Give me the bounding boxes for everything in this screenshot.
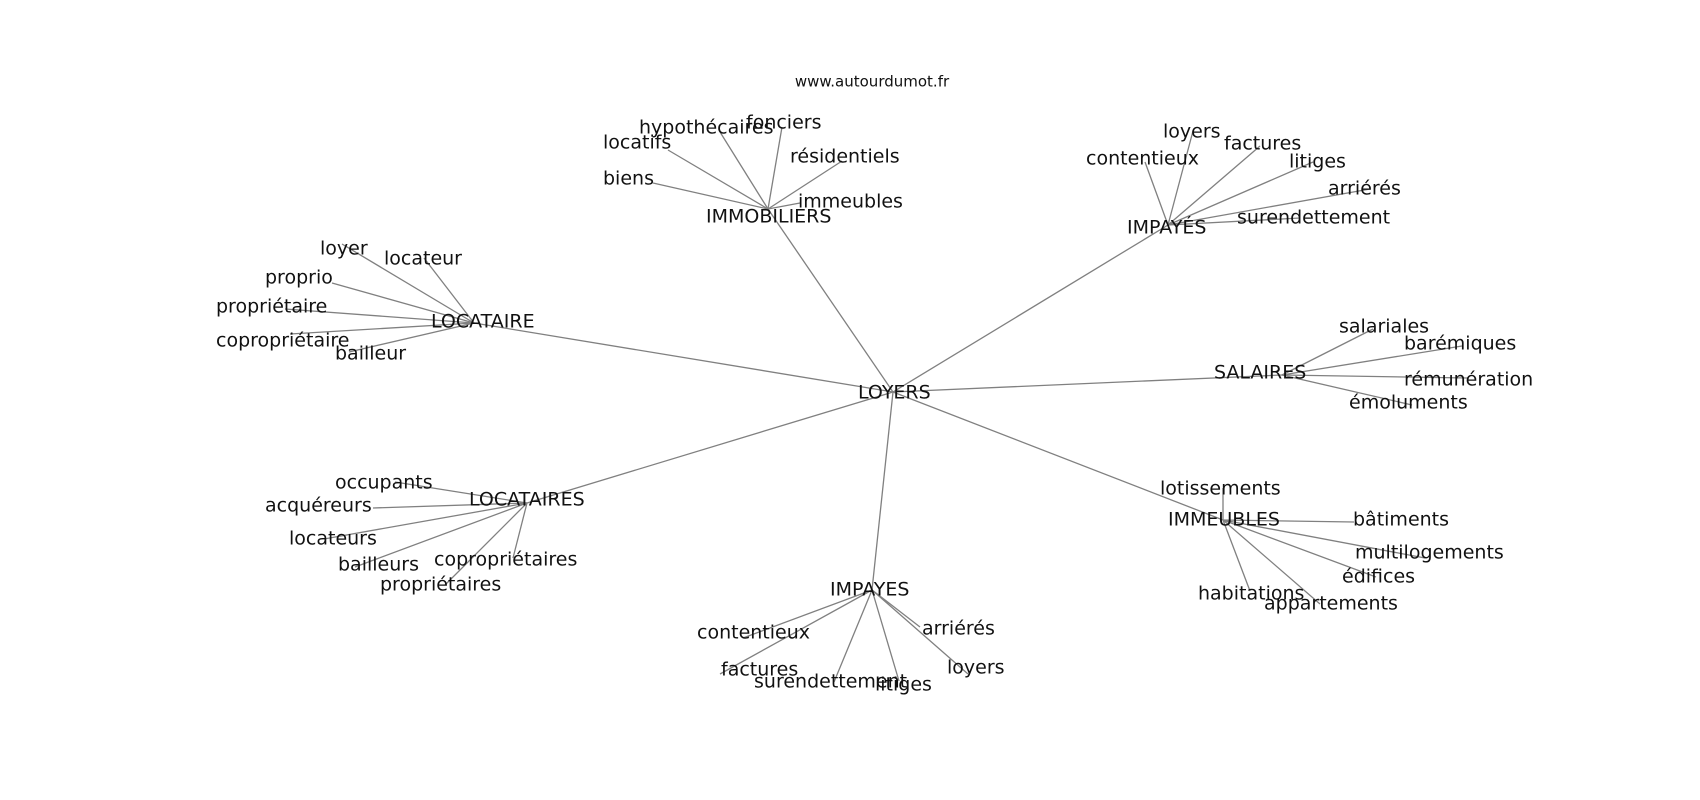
word-node-label[interactable]: factures — [1224, 133, 1301, 155]
word-node-label[interactable]: fonciers — [746, 112, 821, 134]
edge-root-to-immeubles — [892, 391, 1224, 521]
hub-node-label-locataires[interactable]: LOCATAIRES — [469, 489, 585, 511]
hub-node-label-impayes[interactable]: IMPAYES — [830, 579, 909, 601]
edge-immeubles-to-word — [1222, 519, 1377, 578]
edge-salaires-to-word — [1281, 374, 1469, 379]
word-node-label[interactable]: loyers — [1163, 121, 1221, 143]
word-node-label[interactable]: contentieux — [1086, 148, 1199, 170]
root-node-label[interactable]: LOYERS — [858, 382, 931, 404]
edge-root-to-impayes-accent — [892, 224, 1169, 393]
word-node-label[interactable]: bailleurs — [338, 554, 419, 576]
word-node-label[interactable]: multilogements — [1355, 542, 1504, 564]
edge-impayes-to-word — [742, 589, 873, 639]
edge-locataire-to-word — [423, 257, 475, 324]
edge-immobiliers-to-word — [719, 131, 769, 210]
word-node-label[interactable]: factures — [721, 659, 798, 681]
edge-impayes-accent-to-word — [1167, 188, 1371, 226]
edge-impayes-to-word — [833, 589, 873, 683]
word-node-label[interactable]: propriétaires — [380, 574, 501, 596]
word-node-label[interactable]: litiges — [1289, 151, 1346, 173]
hub-node-label-impayes-accent[interactable]: IMPAYÉS — [1127, 216, 1206, 239]
word-node-label[interactable]: contentieux — [697, 622, 810, 644]
edge-root-to-locataire — [473, 322, 894, 393]
source-label: www.autourdumot.fr — [795, 73, 950, 91]
word-node-label[interactable]: occupants — [335, 472, 433, 494]
edge-impayes-accent-to-word — [1144, 161, 1169, 226]
hub-node-label-immobiliers[interactable]: IMMOBILIERS — [706, 206, 831, 228]
edge-salaires-to-word — [1281, 345, 1463, 376]
word-node-label[interactable]: salariales — [1339, 316, 1429, 338]
word-node-label[interactable]: arriérés — [1328, 178, 1401, 200]
word-node-label[interactable]: immeubles — [798, 191, 903, 213]
word-node-label[interactable]: édifices — [1342, 566, 1415, 588]
edge-immeubles-to-word — [1222, 519, 1321, 605]
edge-locataire-to-word — [289, 322, 475, 335]
edge-salaires-to-word — [1281, 374, 1413, 406]
edge-immobiliers-to-word — [767, 160, 843, 210]
edge-locataires-to-word — [323, 502, 528, 540]
word-node-label[interactable]: hypothécaires — [639, 117, 774, 139]
edge-locataire-to-word — [284, 308, 475, 324]
edge-impayes-accent-to-word — [1167, 130, 1194, 226]
word-node-label[interactable]: résidentiels — [790, 146, 900, 168]
edge-root-to-impayes — [871, 391, 894, 591]
edge-locataires-to-word — [372, 502, 528, 509]
edge-impayes-accent-to-word — [1167, 145, 1261, 226]
edge-immobiliers-to-word — [652, 182, 769, 210]
word-node-label[interactable]: surendettement — [754, 671, 907, 693]
edge-impayes-to-word — [871, 589, 900, 682]
edge-immeubles-to-word — [1222, 519, 1251, 592]
word-node-label[interactable]: litiges — [875, 674, 932, 696]
word-node-label[interactable]: loyer — [320, 238, 368, 260]
edge-locataires-to-word — [354, 502, 528, 568]
edge-immeubles-to-word — [1222, 519, 1355, 523]
word-node-label[interactable]: appartements — [1264, 593, 1398, 615]
word-node-label[interactable]: lotissements — [1160, 478, 1281, 500]
word-node-label[interactable]: barémiques — [1404, 333, 1516, 355]
word-node-label[interactable]: locatifs — [603, 132, 671, 154]
edge-locataires-to-word — [512, 502, 528, 559]
word-node-label[interactable]: locateurs — [289, 528, 377, 550]
edge-immobiliers-to-word — [667, 149, 769, 210]
word-node-label[interactable]: rémunération — [1404, 369, 1533, 391]
word-node-label[interactable]: bâtiments — [1353, 509, 1449, 531]
word-node-label[interactable]: biens — [603, 168, 654, 190]
edge-immeubles-to-word — [1222, 519, 1426, 559]
edge-root-to-locataires — [526, 391, 894, 504]
word-node-label[interactable]: copropriétaire — [216, 330, 349, 352]
edge-impayes-accent-to-word — [1167, 217, 1301, 226]
graph-edges — [284, 126, 1469, 683]
hub-node-label-immeubles[interactable]: IMMEUBLES — [1168, 509, 1280, 531]
edge-impayes-to-word — [871, 589, 969, 675]
edge-locataires-to-word — [394, 481, 528, 504]
word-node-label[interactable]: habitations — [1198, 583, 1304, 605]
word-node-label[interactable]: propriétaire — [216, 296, 327, 318]
word-node-label[interactable]: arriérés — [922, 618, 995, 640]
edge-salaires-to-word — [1281, 328, 1374, 376]
word-node-label[interactable]: bailleur — [335, 343, 406, 365]
hub-node-label-locataire[interactable]: LOCATAIRE — [431, 311, 535, 333]
edge-impayes-accent-to-word — [1167, 161, 1314, 226]
edge-impayes-to-word — [719, 589, 873, 675]
word-node-label[interactable]: loyers — [947, 657, 1005, 679]
edge-locataire-to-word — [348, 322, 475, 353]
edge-locataire-to-word — [331, 282, 475, 324]
word-node-label[interactable]: copropriétaires — [434, 549, 577, 571]
edge-immobiliers-to-word — [767, 126, 783, 210]
hub-node-label-salaires[interactable]: SALAIRES — [1214, 362, 1306, 384]
word-node-label[interactable]: émoluments — [1349, 392, 1468, 414]
edge-locataire-to-word — [341, 243, 475, 324]
word-node-label[interactable]: locateur — [384, 248, 462, 270]
edge-root-to-salaires — [892, 374, 1283, 393]
word-node-label[interactable]: surendettement — [1237, 207, 1390, 229]
edge-immobiliers-to-word — [767, 202, 801, 210]
word-node-label[interactable]: acquéreurs — [265, 495, 372, 517]
word-node-label[interactable]: proprio — [265, 267, 333, 289]
edge-root-to-immobiliers — [767, 208, 894, 393]
edge-locataires-to-word — [444, 502, 528, 586]
